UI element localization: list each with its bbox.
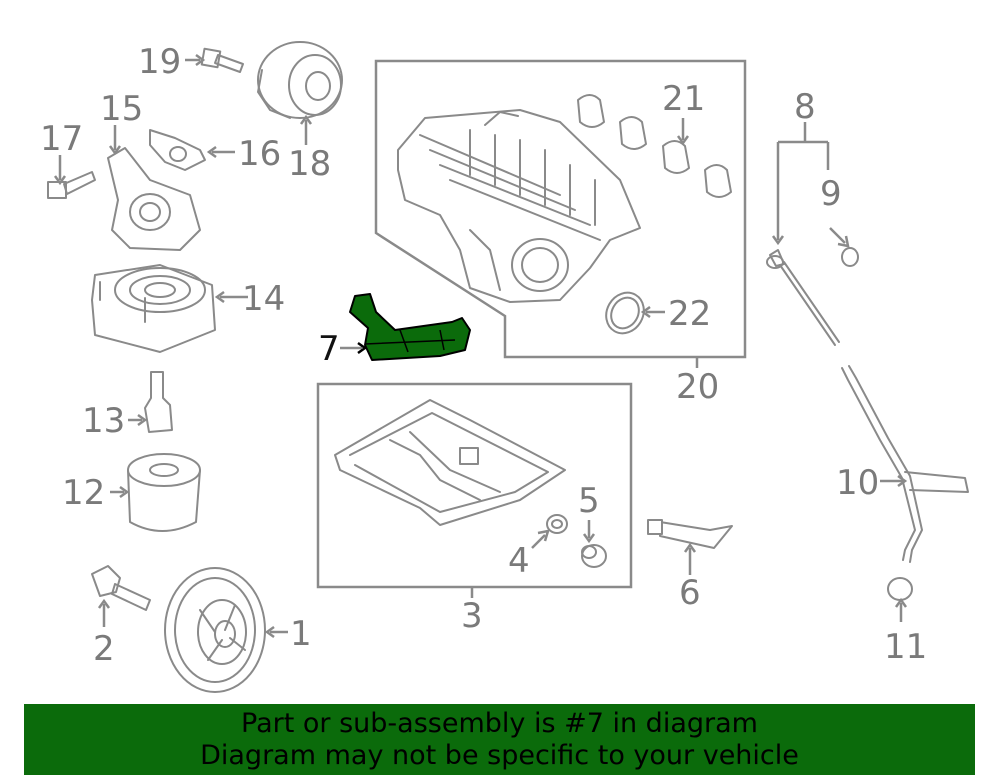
leader-lines: [53, 53, 908, 639]
footer-line-1: Part or sub-assembly is #7 in diagram: [241, 707, 758, 739]
water-outlet-drawing: [107, 147, 201, 251]
callout-4: 4: [508, 541, 530, 581]
callout-3: 3: [461, 596, 483, 636]
oil-pickup-tube-highlighted: [349, 293, 471, 361]
crank-bolt-drawing: [91, 565, 151, 611]
tube-oring-drawing: [887, 577, 913, 601]
callout-10: 10: [836, 463, 879, 503]
callout-9: 9: [820, 174, 842, 214]
box-3-outline: [316, 382, 633, 589]
throttle-gasket-drawing: [605, 291, 645, 335]
callout-17: 17: [40, 119, 83, 159]
outlet-gasket-drawing: [149, 129, 206, 171]
drain-washer-drawing: [546, 514, 568, 534]
callout-5: 5: [578, 481, 600, 521]
intake-gaskets-drawing: [577, 94, 732, 198]
callout-18: 18: [288, 144, 331, 184]
callout-6: 6: [679, 573, 701, 613]
bolt-19-drawing: [200, 47, 244, 73]
oil-pan-drawing: [334, 399, 566, 526]
oil-filter-drawing: [127, 453, 201, 532]
dipstick-drawing: [766, 249, 840, 346]
oil-filter-fitting-drawing: [144, 371, 173, 433]
crank-pulley-drawing: [164, 567, 266, 693]
bolt-17-drawing: [47, 171, 96, 199]
callout-16: 16: [238, 134, 281, 174]
intake-manifold-drawing: [397, 109, 641, 303]
callout-15: 15: [100, 89, 143, 129]
footer-line-2: Diagram may not be specific to your vehi…: [200, 739, 799, 771]
callout-8: 8: [794, 87, 816, 127]
callout-1: 1: [290, 614, 312, 654]
parts-diagram: 19 18 15 17 16 14 13 12 2 1 3 4 5 6 7 8 …: [40, 41, 969, 693]
sealant-tube-drawing: [647, 519, 733, 549]
callout-19: 19: [138, 42, 181, 82]
footer-banner: Part or sub-assembly is #7 in diagram Di…: [24, 704, 975, 775]
water-pump-drawing: [257, 41, 343, 119]
callout-13: 13: [82, 401, 125, 441]
callout-22: 22: [668, 294, 711, 334]
callout-14: 14: [242, 279, 285, 319]
callout-12: 12: [62, 473, 105, 513]
oil-cooler-drawing: [91, 264, 216, 353]
callout-20: 20: [676, 367, 719, 407]
callout-7: 7: [318, 329, 340, 369]
callout-11: 11: [884, 627, 927, 667]
drain-plug-drawing: [581, 544, 607, 568]
box-20-outline: [374, 59, 747, 359]
callout-21: 21: [662, 79, 705, 119]
dipstick-seal-drawing: [841, 247, 859, 267]
callout-2: 2: [93, 629, 115, 669]
